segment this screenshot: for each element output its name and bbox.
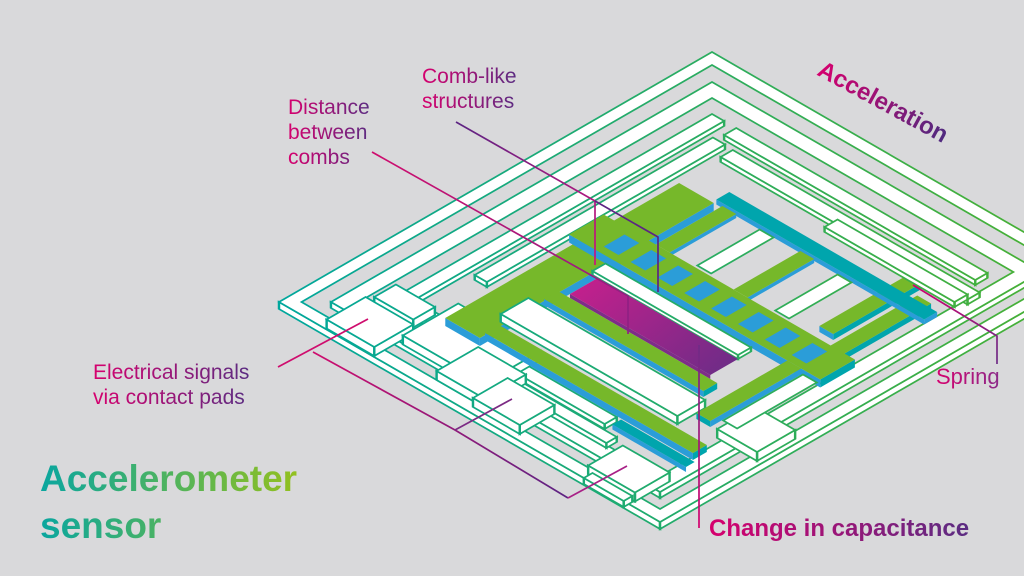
label-distance-line1: Distance — [288, 96, 370, 119]
fixed-rail-teal — [716, 192, 938, 325]
label-distance-line3: combs — [288, 145, 370, 170]
leader-spring — [912, 284, 998, 364]
label-spring: Spring — [936, 364, 1000, 389]
comb-fingers-upper — [655, 206, 815, 302]
comb-structure — [445, 183, 970, 472]
title-line2: sensor — [40, 505, 162, 546]
contact-pad-3 — [586, 444, 672, 494]
leader-electrical-pad3 — [567, 465, 628, 499]
label-distance-line2: between — [288, 120, 370, 145]
title-line1: Accelerometer — [40, 458, 298, 499]
contact-pad-1 — [324, 296, 415, 348]
contact-pad-2 — [471, 377, 557, 426]
bottom-bar — [485, 325, 707, 472]
label-comb-structures: Comb-like structures — [422, 64, 517, 114]
leader-electrical-pad1 — [277, 318, 369, 368]
contact-pads — [324, 283, 797, 509]
fixed-electrode — [590, 262, 753, 361]
proof-mass-spine — [569, 214, 855, 388]
capacitance-gap — [569, 278, 738, 379]
label-change-capacitance: Change in capacitance — [709, 515, 970, 542]
label-comb-line2: structures — [422, 89, 517, 114]
label-distance-combs: Distance between combs — [288, 95, 370, 170]
leader-distance-combs — [371, 151, 629, 334]
label-electrical-line2: via contact pads — [93, 385, 249, 410]
leader-comb-structures-branch — [594, 200, 659, 292]
label-comb-line1: Comb-like — [422, 65, 517, 88]
page-title: Accelerometer sensor — [40, 455, 297, 549]
lower-rail — [498, 297, 707, 426]
label-electrical-signals: Electrical signals via contact pads — [93, 360, 249, 410]
comb-fingers-lower — [696, 360, 802, 427]
leader-electrical-pad2 — [454, 398, 513, 431]
label-electrical-line1: Electrical signals — [93, 361, 250, 384]
moving-electrode — [543, 291, 718, 397]
